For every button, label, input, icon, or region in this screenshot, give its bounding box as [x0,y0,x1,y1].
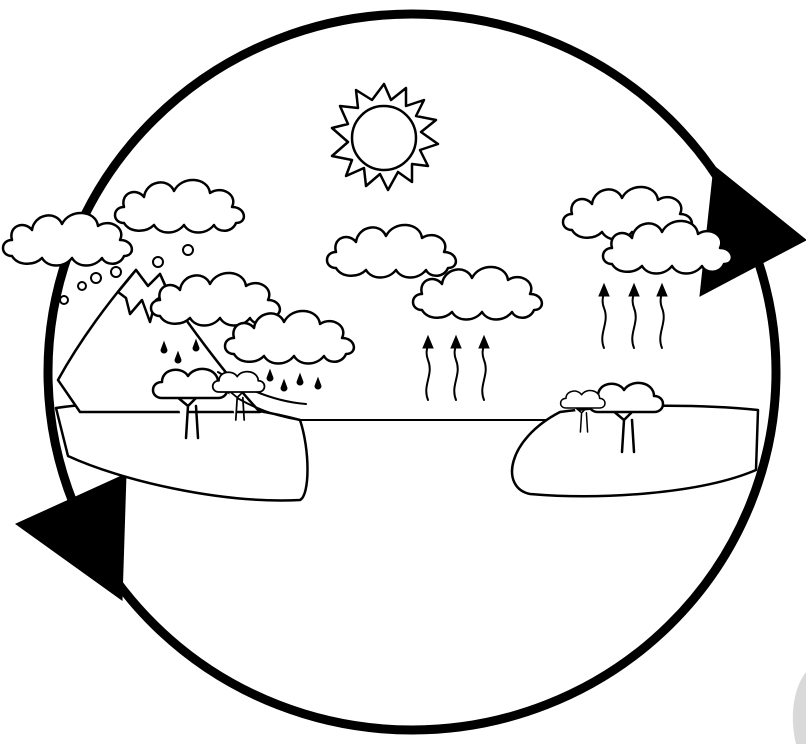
sun [332,84,438,190]
snow-cloud-upper [115,180,244,233]
snow-cloud-left [3,213,132,266]
evaporation-arrows-right [599,284,667,348]
evaporation-arrows-centre [423,336,489,400]
corner-shade [793,672,806,744]
cycle-arrow-right [700,166,806,296]
centre-cloud-upper [327,225,456,278]
